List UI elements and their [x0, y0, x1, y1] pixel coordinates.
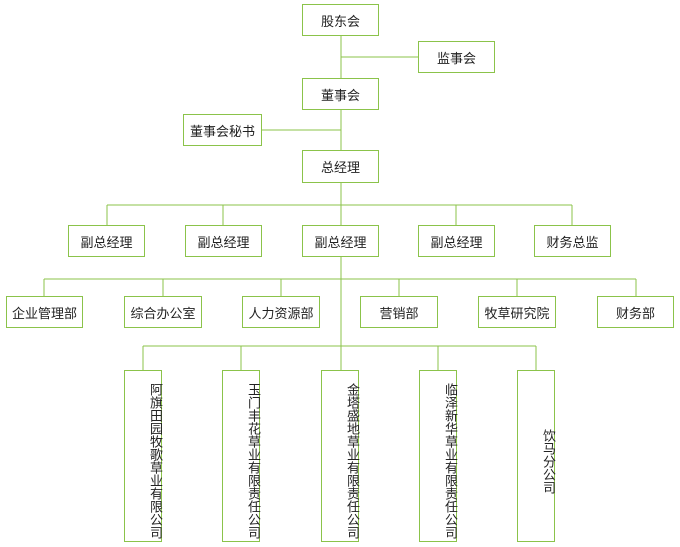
dept-finance-box: 财务部 [597, 296, 674, 328]
dept-hr-box: 人力资源部 [242, 296, 320, 328]
deputy-gm-box-2: 副总经理 [185, 225, 262, 257]
supervisory-board-box: 监事会 [418, 41, 495, 73]
subsidiary-aqi-box: 阿旗田园牧歌草业有限公司 [124, 370, 162, 542]
deputy-gm-box-4: 副总经理 [418, 225, 495, 257]
board-secretary-box: 董事会秘书 [183, 114, 262, 146]
subsidiary-jinta-box: 金塔盛地草业有限责任公司 [321, 370, 359, 542]
cfo-box: 财务总监 [534, 225, 611, 257]
deputy-gm-box-1: 副总经理 [68, 225, 145, 257]
general-manager-box: 总经理 [302, 150, 379, 183]
deputy-gm-box-3: 副总经理 [302, 225, 379, 257]
board-box: 董事会 [302, 78, 379, 110]
dept-enterprise-box: 企业管理部 [6, 296, 83, 328]
dept-research-box: 牧草研究院 [478, 296, 556, 328]
dept-marketing-box: 营销部 [360, 296, 438, 328]
subsidiary-yinma-box: 饮马分公司 [517, 370, 555, 542]
dept-office-box: 综合办公室 [124, 296, 202, 328]
shareholders-box: 股东会 [302, 4, 379, 36]
subsidiary-yumen-box: 玉门丰花草业有限责任公司 [222, 370, 260, 542]
subsidiary-linze-box: 临泽新华草业有限责任公司 [419, 370, 457, 542]
